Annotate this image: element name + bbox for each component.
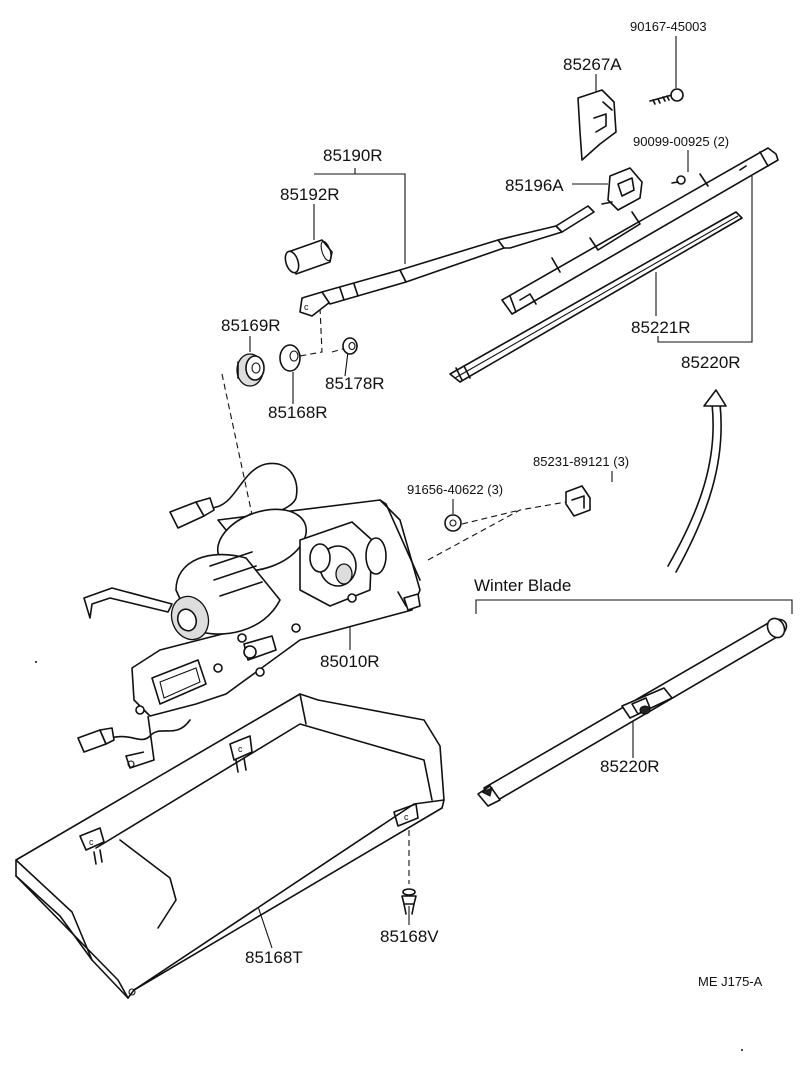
label-diagram-ref: ME J175-A (698, 974, 763, 989)
label-85178r: 85178R (325, 374, 385, 393)
wiper-blade-85220r (449, 147, 779, 383)
wiper-motor-85010r (77, 462, 421, 769)
label-85267a: 85267A (563, 55, 622, 74)
bracket-85196a (601, 167, 643, 211)
label-85231-89121: 85231-89121 (3) (533, 454, 629, 469)
stray-dot (741, 1049, 743, 1051)
label-85196a: 85196A (505, 176, 564, 195)
label-85190r: 85190R (323, 146, 383, 165)
label-85169r: 85169R (221, 316, 281, 335)
label-winter-blade: Winter Blade (474, 576, 571, 595)
curved-arrow (667, 389, 727, 573)
stray-dot (35, 661, 37, 663)
wiper-arm-85190r: c (299, 205, 595, 317)
nut-85178r (342, 337, 358, 355)
clip-85168v (401, 888, 417, 915)
label-85220r-top: 85220R (681, 353, 741, 372)
svg-text:c: c (238, 744, 243, 754)
label-85220r-winter: 85220R (600, 757, 660, 776)
label-85168t: 85168T (245, 948, 303, 967)
grommet-85169r (236, 353, 265, 387)
nut-91656-40622 (444, 514, 462, 532)
svg-text:c: c (89, 837, 94, 847)
label-85010r: 85010R (320, 652, 380, 671)
label-85168r: 85168R (268, 403, 328, 422)
cover-85267a (577, 89, 617, 161)
label-85168v: 85168V (380, 927, 439, 946)
washer-85168r (279, 344, 301, 372)
clip-85231-89121 (565, 485, 591, 517)
svg-text:c: c (304, 302, 309, 312)
svg-text:c: c (404, 812, 409, 822)
cover-tray-85168t: c c c (15, 693, 445, 999)
label-90167-45003: 90167-45003 (630, 19, 707, 34)
label-85221r: 85221R (631, 318, 691, 337)
screw-90099-00925 (671, 175, 686, 185)
label-91656-40622: 91656-40622 (3) (407, 482, 503, 497)
screw-90167-45003 (649, 88, 684, 105)
cap-85192r (284, 239, 333, 275)
label-90099-00925: 90099-00925 (2) (633, 134, 729, 149)
winter-blade-85220r (477, 617, 788, 807)
label-85192r: 85192R (280, 185, 340, 204)
